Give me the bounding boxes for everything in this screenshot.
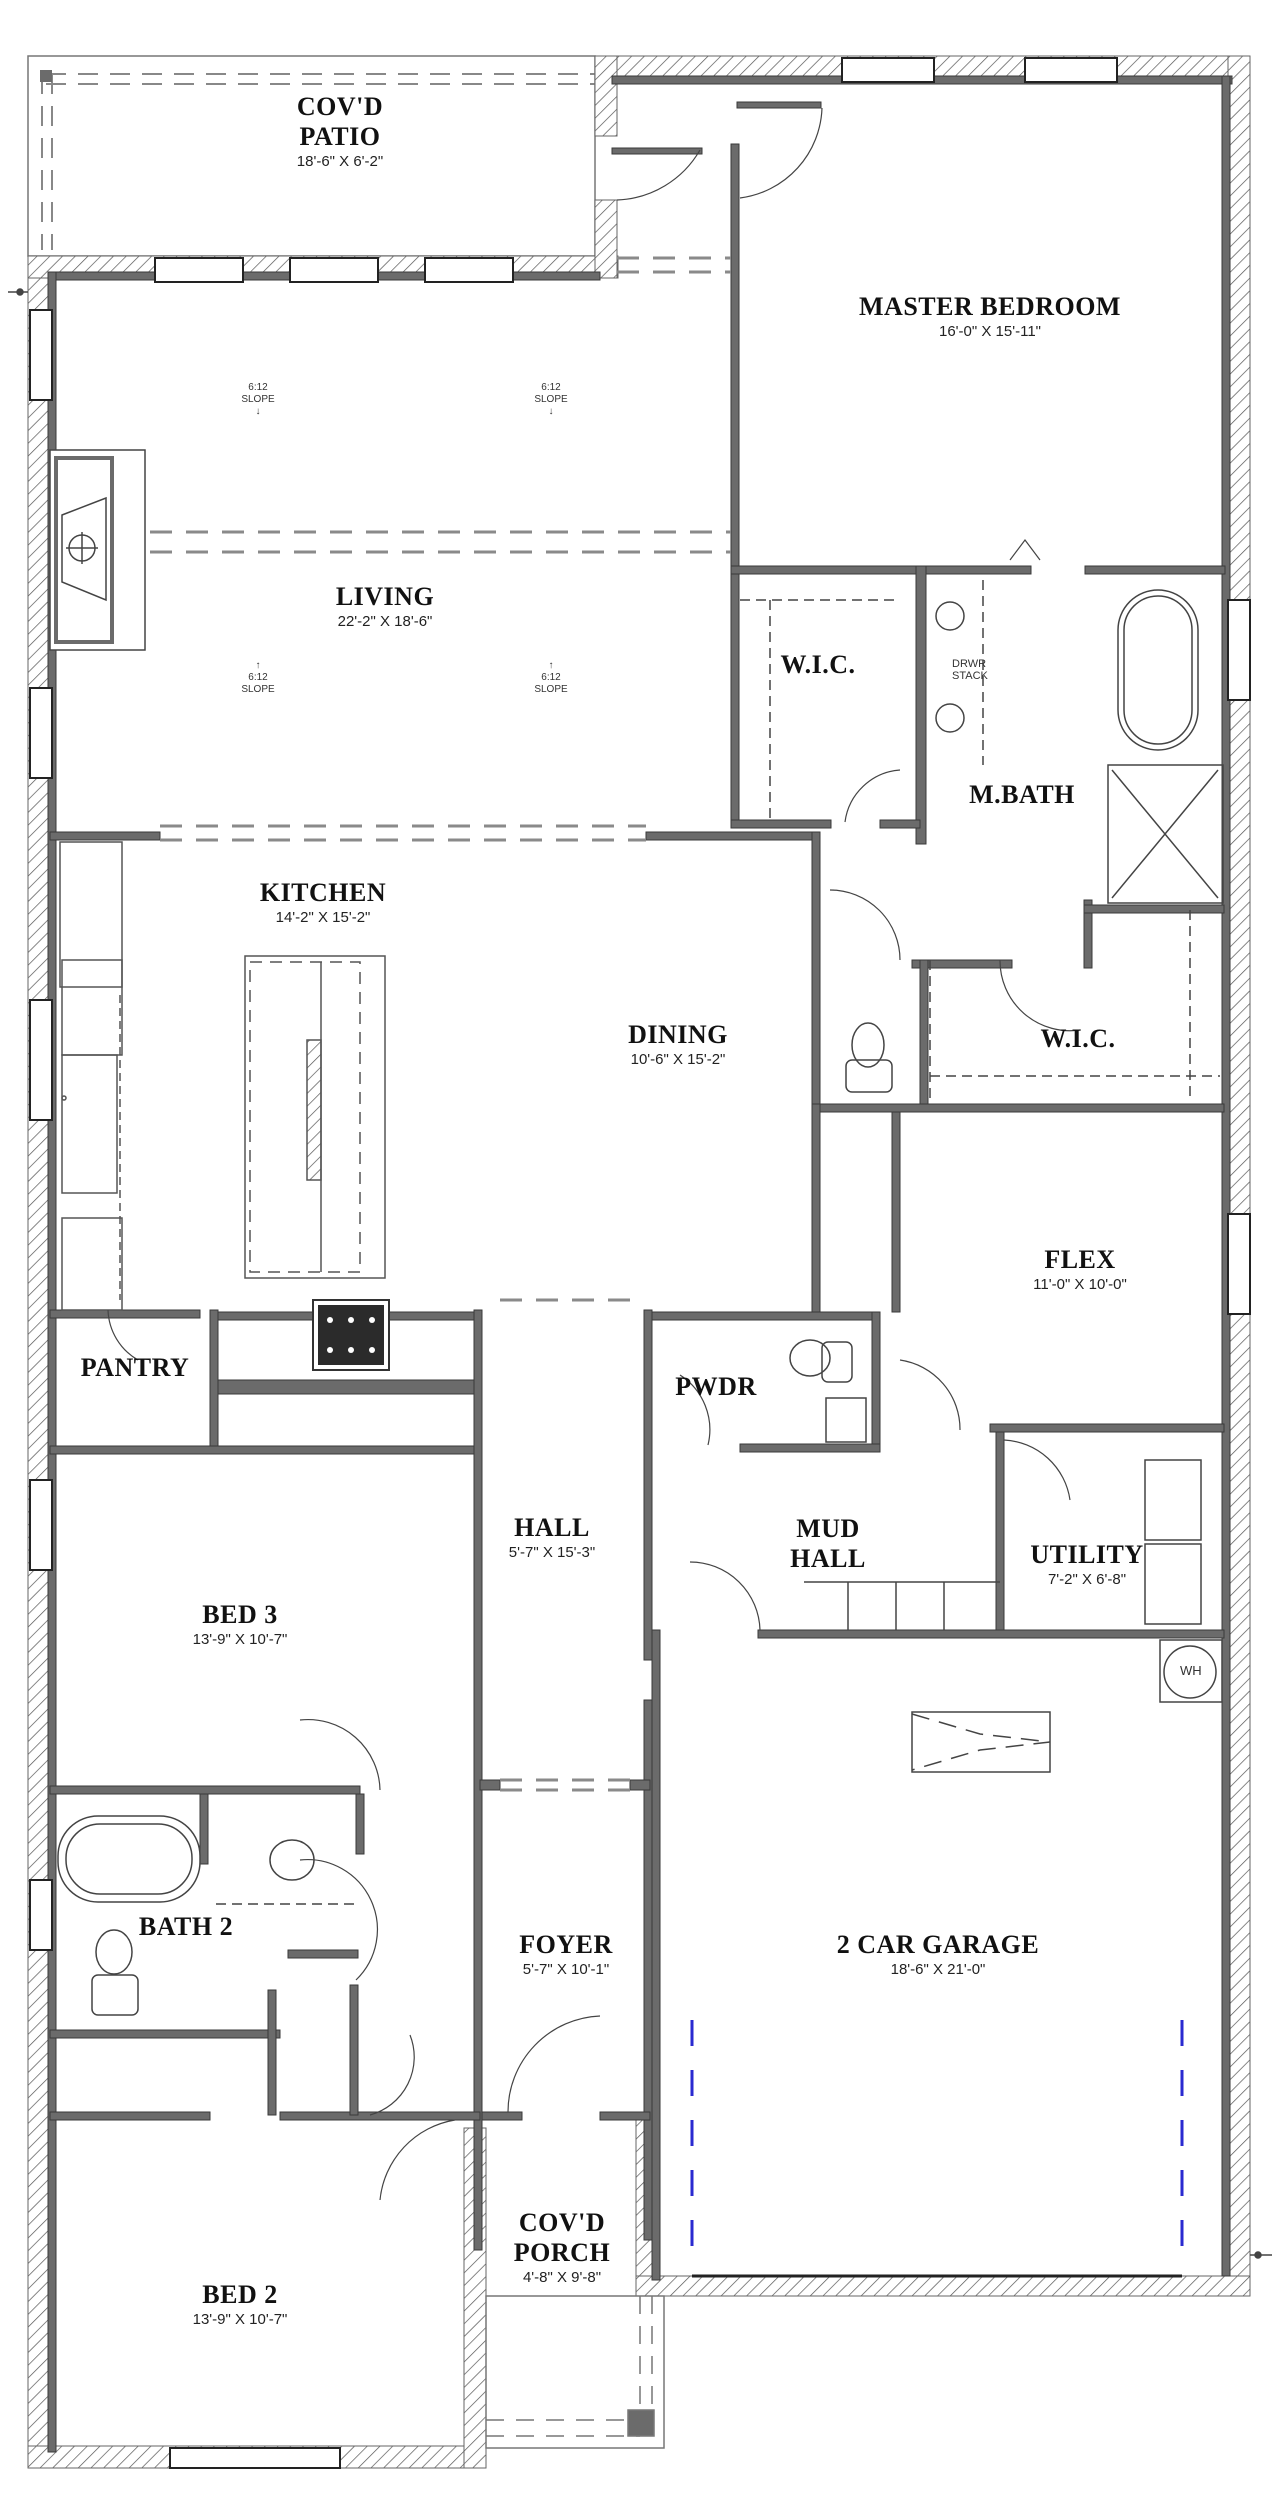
covered-porch-outline: [485, 2295, 665, 2449]
room-label-bath-2: BATH 2: [139, 1912, 233, 1942]
room-dimensions: 5'-7" X 10'-1": [522, 1961, 610, 1978]
room-label-foyer: FOYER 5'-7" X 10'-1": [519, 1930, 613, 1980]
room-label-kitchen: KITCHEN 14'-2" X 15'-2": [260, 878, 386, 928]
interior-walls: [47, 75, 1233, 2453]
bathtub: [1117, 589, 1199, 751]
water-heater-icon: [1163, 1645, 1217, 1699]
garage-door-marks: [690, 2020, 1184, 2270]
room-label-utility: UTILITY 7'-2" X 6'-8": [1030, 1540, 1143, 1590]
room-name: LIVING: [335, 582, 435, 611]
room-name: MASTER BEDROOM: [859, 292, 1121, 321]
kitchen-fixtures: [59, 841, 386, 1311]
arrow-down-icon: ↓: [255, 406, 261, 417]
sink-icon: [825, 1397, 867, 1443]
room-label-bed-3: BED 3 13'-9" X 10'-7": [193, 1600, 288, 1650]
room-dimensions: 11'-0" X 10'-0": [1033, 1276, 1127, 1293]
room-label-covd-patio: COV'D PATIO 18'-6" X 6'-2": [297, 92, 383, 172]
room-name: PANTRY: [80, 1353, 190, 1382]
slope-ratio: 6:12: [248, 672, 268, 683]
dashed-lines: [150, 256, 731, 1792]
room-name: M.BATH: [969, 780, 1075, 809]
washer-icon: [1144, 1459, 1202, 1541]
room-name: HALL: [514, 1513, 590, 1542]
toilet-icon: [851, 1022, 885, 1068]
utility-fixtures: [789, 1339, 1223, 1773]
drawer-stack-label: DRWR STACK: [952, 658, 988, 682]
room-name: UTILITY: [1030, 1540, 1144, 1569]
room-dimensions: 14'-2" X 15'-2": [275, 909, 371, 926]
room-label-wic-2: W.I.C.: [1040, 1024, 1115, 1054]
room-label-master-bedroom: MASTER BEDROOM 16'-0" X 15'-11": [859, 292, 1121, 342]
arrow-down-icon: ↓: [548, 406, 554, 417]
room-dimensions: 18'-6" X 21'-0": [890, 1961, 986, 1978]
room-name: BATH 2: [138, 1912, 234, 1941]
room-label-pwdr: PWDR: [675, 1372, 756, 1402]
slope-label: SLOPE: [241, 684, 275, 695]
fireplace-icon: [49, 449, 146, 651]
toilet-icon: [789, 1339, 831, 1377]
room-name: 2 CAR GARAGE: [836, 1930, 1040, 1959]
room-label-covd-porch: COV'D PORCH 4'-8" X 9'-8": [514, 2208, 610, 2288]
room-label-pantry: PANTRY: [81, 1353, 190, 1383]
dryer-icon: [1144, 1543, 1202, 1625]
room-label-m-bath: M.BATH: [969, 780, 1075, 810]
patio-post: [40, 70, 52, 82]
section-markers: [8, 288, 1272, 2259]
room-name: FOYER: [519, 1930, 613, 1959]
room-name: W.I.C.: [1040, 1024, 1116, 1053]
room-label-two-car-garage: 2 CAR GARAGE 18'-6" X 21'-0": [837, 1930, 1039, 1980]
slope-label: SLOPE: [241, 394, 275, 405]
toilet-icon: [95, 1929, 133, 1975]
room-name: BED 3: [202, 1600, 278, 1629]
master-bath-fixtures: [740, 580, 1224, 1100]
door-swings: [107, 107, 1081, 2201]
room-label-mud-hall: MUD HALL: [790, 1514, 866, 1574]
kitchen-island: [244, 955, 386, 1279]
cooktop-icon: [312, 1299, 390, 1371]
room-label-dining: DINING 10'-6" X 15'-2": [628, 1020, 728, 1070]
room-dimensions: 13'-9" X 10'-7": [192, 2311, 288, 2328]
room-name: COV'D PATIO: [296, 92, 384, 151]
room-name: FLEX: [1044, 1245, 1116, 1274]
slope-ratio: 6:12: [541, 672, 561, 683]
sink-icon: [935, 703, 965, 733]
room-label-hall: HALL 5'-7" X 15'-3": [509, 1513, 595, 1563]
room-label-bed-2: BED 2 13'-9" X 10'-7": [193, 2280, 288, 2330]
room-label-living: LIVING 22'-2" X 18'-6": [336, 582, 434, 632]
room-name: PWDR: [675, 1372, 757, 1401]
room-dimensions: 16'-0" X 15'-11": [939, 323, 1041, 340]
slope-label: SLOPE: [534, 684, 568, 695]
water-heater-label: WH: [1180, 1663, 1202, 1678]
room-dimensions: 7'-2" X 6'-8": [1047, 1571, 1127, 1588]
room-dimensions: 13'-9" X 10'-7": [192, 1631, 288, 1648]
room-name: COV'D PORCH: [513, 2208, 611, 2267]
arrow-up-icon: ↑: [548, 660, 554, 671]
room-dimensions: 4'-8" X 9'-8": [522, 2269, 602, 2286]
room-dimensions: 5'-7" X 15'-3": [508, 1544, 596, 1561]
sink-icon: [935, 601, 965, 631]
windows: [29, 57, 1251, 2469]
room-name: MUD HALL: [790, 1514, 866, 1573]
room-name: BED 2: [202, 2280, 278, 2309]
bath-2-fixtures: [57, 1815, 356, 2016]
room-name: KITCHEN: [259, 878, 387, 907]
room-label-flex: FLEX 11'-0" X 10'-0": [1033, 1245, 1127, 1295]
attic-access: [911, 1711, 1051, 1773]
arrow-up-icon: ↑: [255, 660, 261, 671]
room-name: W.I.C.: [780, 650, 856, 679]
room-dimensions: 18'-6" X 6'-2": [296, 153, 384, 170]
room-dimensions: 22'-2" X 18'-6": [337, 613, 433, 630]
slope-label: SLOPE: [534, 394, 568, 405]
slope-ratio: 6:12: [248, 382, 268, 393]
room-dimensions: 10'-6" X 15'-2": [630, 1051, 726, 1068]
slope-ratio: 6:12: [541, 382, 561, 393]
room-label-wic-1: W.I.C.: [780, 650, 855, 680]
room-name: DINING: [628, 1020, 728, 1049]
shower: [1107, 764, 1224, 904]
